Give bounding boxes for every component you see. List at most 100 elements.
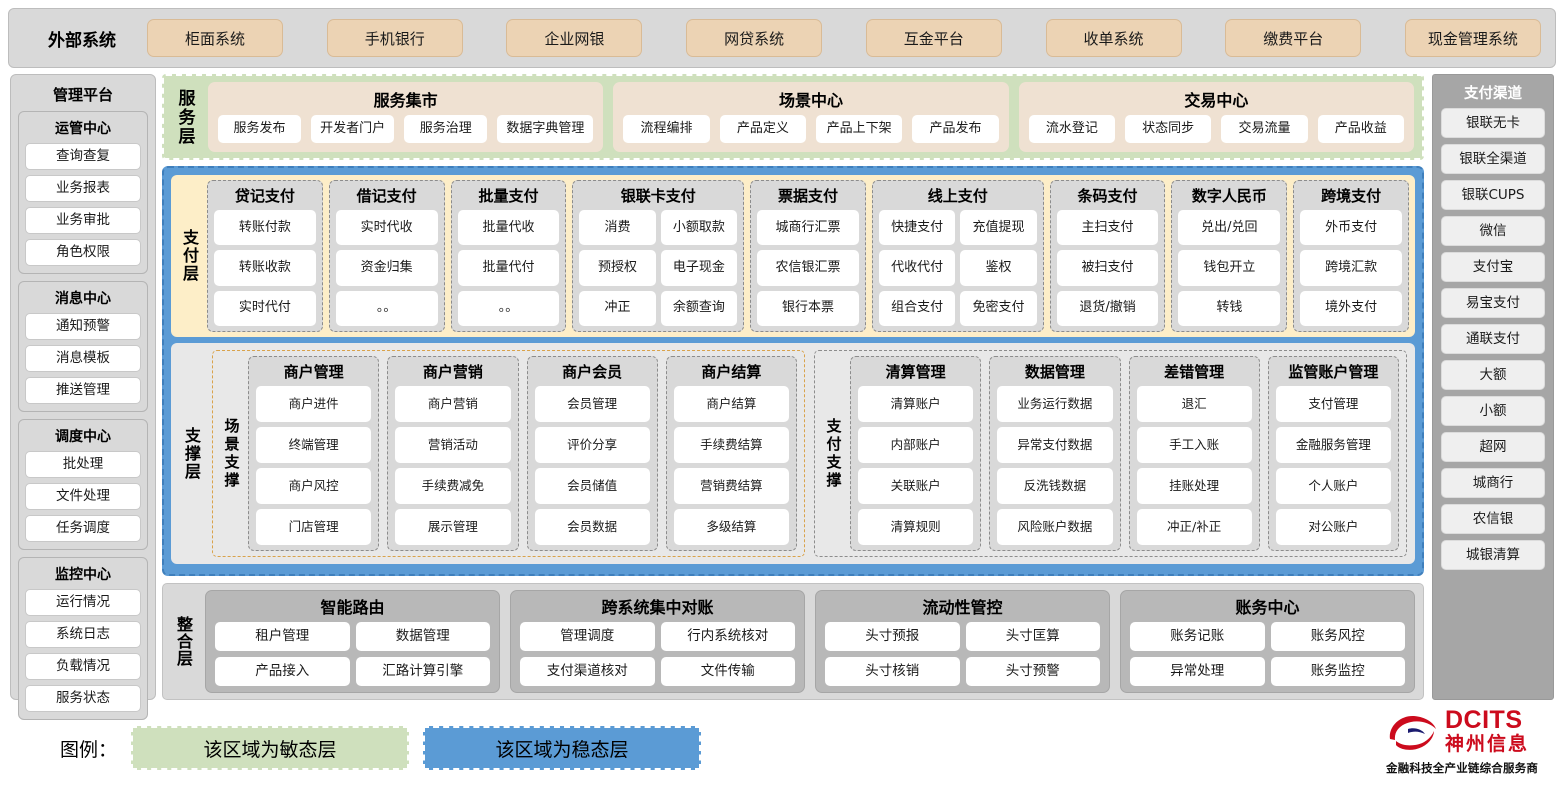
integration-item[interactable]: 头寸核销 bbox=[825, 657, 960, 686]
payment-item[interactable]: 退货/撤销 bbox=[1056, 290, 1159, 326]
service-item[interactable]: 产品定义 bbox=[719, 115, 806, 143]
payment-channel-item[interactable]: 超网 bbox=[1441, 432, 1545, 462]
payment-item[interactable]: 批量代付 bbox=[457, 250, 560, 286]
payment-channel-item[interactable]: 城商行 bbox=[1441, 468, 1545, 498]
external-system-chip[interactable]: 企业网银 bbox=[506, 19, 643, 57]
support-item[interactable]: 商户营销 bbox=[395, 386, 511, 422]
external-system-chip[interactable]: 现金管理系统 bbox=[1404, 19, 1541, 57]
payment-item[interactable]: 。。 bbox=[335, 290, 438, 326]
payment-item[interactable]: 消费 bbox=[579, 210, 656, 246]
payment-item[interactable]: 跨境汇款 bbox=[1300, 250, 1402, 286]
integration-item[interactable]: 数据管理 bbox=[355, 622, 490, 651]
external-system-chip[interactable]: 收单系统 bbox=[1045, 19, 1182, 57]
integration-item[interactable]: 租户管理 bbox=[215, 622, 350, 651]
external-system-chip[interactable]: 手机银行 bbox=[326, 19, 463, 57]
payment-item[interactable]: 农信银汇票 bbox=[757, 250, 859, 286]
integration-item[interactable]: 异常处理 bbox=[1130, 657, 1265, 686]
support-item[interactable]: 异常支付数据 bbox=[997, 427, 1113, 463]
external-system-chip[interactable]: 柜面系统 bbox=[147, 19, 283, 57]
support-item[interactable]: 清算规则 bbox=[858, 509, 974, 545]
service-item[interactable]: 产品发布 bbox=[912, 115, 999, 143]
payment-channel-item[interactable]: 支付宝 bbox=[1441, 252, 1545, 282]
service-item[interactable]: 开发者门户 bbox=[311, 115, 395, 143]
service-item[interactable]: 产品收益 bbox=[1317, 115, 1404, 143]
payment-item[interactable]: 转账收款 bbox=[214, 250, 316, 286]
support-item[interactable]: 门店管理 bbox=[256, 509, 372, 545]
support-item[interactable]: 商户风控 bbox=[256, 468, 372, 504]
integration-item[interactable]: 账务记账 bbox=[1130, 622, 1265, 651]
payment-item[interactable]: 批量代收 bbox=[457, 210, 560, 246]
payment-item[interactable]: 主扫支付 bbox=[1056, 210, 1159, 246]
payment-item[interactable]: 小额取款 bbox=[660, 210, 738, 246]
support-item[interactable]: 商户进件 bbox=[256, 386, 372, 422]
support-item[interactable]: 反洗钱数据 bbox=[997, 468, 1113, 504]
integration-item[interactable]: 头寸预警 bbox=[965, 657, 1100, 686]
management-item[interactable]: 文件处理 bbox=[25, 483, 141, 510]
support-item[interactable]: 终端管理 bbox=[256, 427, 372, 463]
support-item[interactable]: 挂账处理 bbox=[1136, 468, 1252, 504]
management-item[interactable]: 服务状态 bbox=[25, 685, 141, 712]
service-item[interactable]: 状态同步 bbox=[1124, 115, 1212, 143]
management-item[interactable]: 业务报表 bbox=[25, 175, 141, 202]
service-item[interactable]: 流水登记 bbox=[1028, 115, 1115, 143]
management-item[interactable]: 任务调度 bbox=[25, 515, 141, 542]
support-item[interactable]: 个人账户 bbox=[1275, 468, 1391, 504]
management-item[interactable]: 业务审批 bbox=[25, 207, 141, 234]
support-item[interactable]: 业务运行数据 bbox=[997, 386, 1113, 422]
support-item[interactable]: 对公账户 bbox=[1275, 509, 1391, 545]
integration-item[interactable]: 账务监控 bbox=[1270, 657, 1405, 686]
payment-item[interactable]: 城商行汇票 bbox=[757, 210, 859, 246]
payment-channel-item[interactable]: 城银清算 bbox=[1441, 540, 1545, 570]
payment-channel-item[interactable]: 银联CUPS bbox=[1441, 180, 1545, 210]
payment-channel-item[interactable]: 银联无卡 bbox=[1441, 108, 1545, 138]
payment-channel-item[interactable]: 大额 bbox=[1441, 360, 1545, 390]
integration-item[interactable]: 文件传输 bbox=[660, 657, 795, 686]
payment-item[interactable]: 余额查询 bbox=[660, 290, 738, 326]
support-item[interactable]: 支付管理 bbox=[1275, 386, 1391, 422]
integration-item[interactable]: 头寸预报 bbox=[825, 622, 960, 651]
payment-item[interactable]: 快捷支付 bbox=[878, 210, 956, 246]
support-item[interactable]: 冲正/补正 bbox=[1136, 509, 1252, 545]
management-item[interactable]: 运行情况 bbox=[25, 589, 141, 616]
management-item[interactable]: 查询查复 bbox=[25, 143, 141, 170]
support-item[interactable]: 手续费减免 bbox=[395, 468, 511, 504]
payment-channel-item[interactable]: 微信 bbox=[1441, 216, 1545, 246]
support-item[interactable]: 金融服务管理 bbox=[1275, 427, 1391, 463]
service-item[interactable]: 交易流量 bbox=[1221, 115, 1308, 143]
management-item[interactable]: 负载情况 bbox=[25, 653, 141, 680]
management-item[interactable]: 系统日志 bbox=[25, 621, 141, 648]
external-system-chip[interactable]: 网贷系统 bbox=[686, 19, 823, 57]
integration-item[interactable]: 账务风控 bbox=[1270, 622, 1405, 651]
payment-item[interactable]: 资金归集 bbox=[335, 250, 438, 286]
service-item[interactable]: 流程编排 bbox=[623, 115, 710, 143]
service-item[interactable]: 数据字典管理 bbox=[497, 115, 594, 143]
payment-item[interactable]: 被扫支付 bbox=[1056, 250, 1159, 286]
support-item[interactable]: 风险账户数据 bbox=[997, 509, 1113, 545]
payment-item[interactable]: 代收代付 bbox=[878, 250, 956, 286]
payment-item[interactable]: 鉴权 bbox=[960, 250, 1037, 286]
management-item[interactable]: 通知预警 bbox=[25, 313, 141, 340]
support-item[interactable]: 多级结算 bbox=[673, 509, 789, 545]
payment-item[interactable]: 外币支付 bbox=[1300, 210, 1402, 246]
payment-item[interactable]: 钱包开立 bbox=[1178, 250, 1281, 286]
payment-item[interactable]: 组合支付 bbox=[878, 290, 956, 326]
payment-item[interactable]: 冲正 bbox=[579, 290, 656, 326]
external-system-chip[interactable]: 缴费平台 bbox=[1225, 19, 1362, 57]
payment-channel-item[interactable]: 易宝支付 bbox=[1441, 288, 1545, 318]
integration-item[interactable]: 头寸匡算 bbox=[965, 622, 1100, 651]
external-system-chip[interactable]: 互金平台 bbox=[865, 19, 1002, 57]
payment-item[interactable]: 充值提现 bbox=[960, 210, 1037, 246]
payment-channel-item[interactable]: 通联支付 bbox=[1441, 324, 1545, 354]
support-item[interactable]: 营销活动 bbox=[395, 427, 511, 463]
integration-item[interactable]: 产品接入 bbox=[215, 657, 350, 686]
support-item[interactable]: 清算账户 bbox=[858, 386, 974, 422]
support-item[interactable]: 退汇 bbox=[1136, 386, 1252, 422]
support-item[interactable]: 手续费结算 bbox=[673, 427, 789, 463]
service-item[interactable]: 服务治理 bbox=[404, 115, 488, 143]
service-item[interactable]: 服务发布 bbox=[218, 115, 302, 143]
support-item[interactable]: 关联账户 bbox=[858, 468, 974, 504]
payment-channel-item[interactable]: 小额 bbox=[1441, 396, 1545, 426]
payment-item[interactable]: 银行本票 bbox=[757, 290, 859, 326]
payment-item[interactable]: 预授权 bbox=[579, 250, 656, 286]
payment-item[interactable]: 境外支付 bbox=[1300, 290, 1402, 326]
